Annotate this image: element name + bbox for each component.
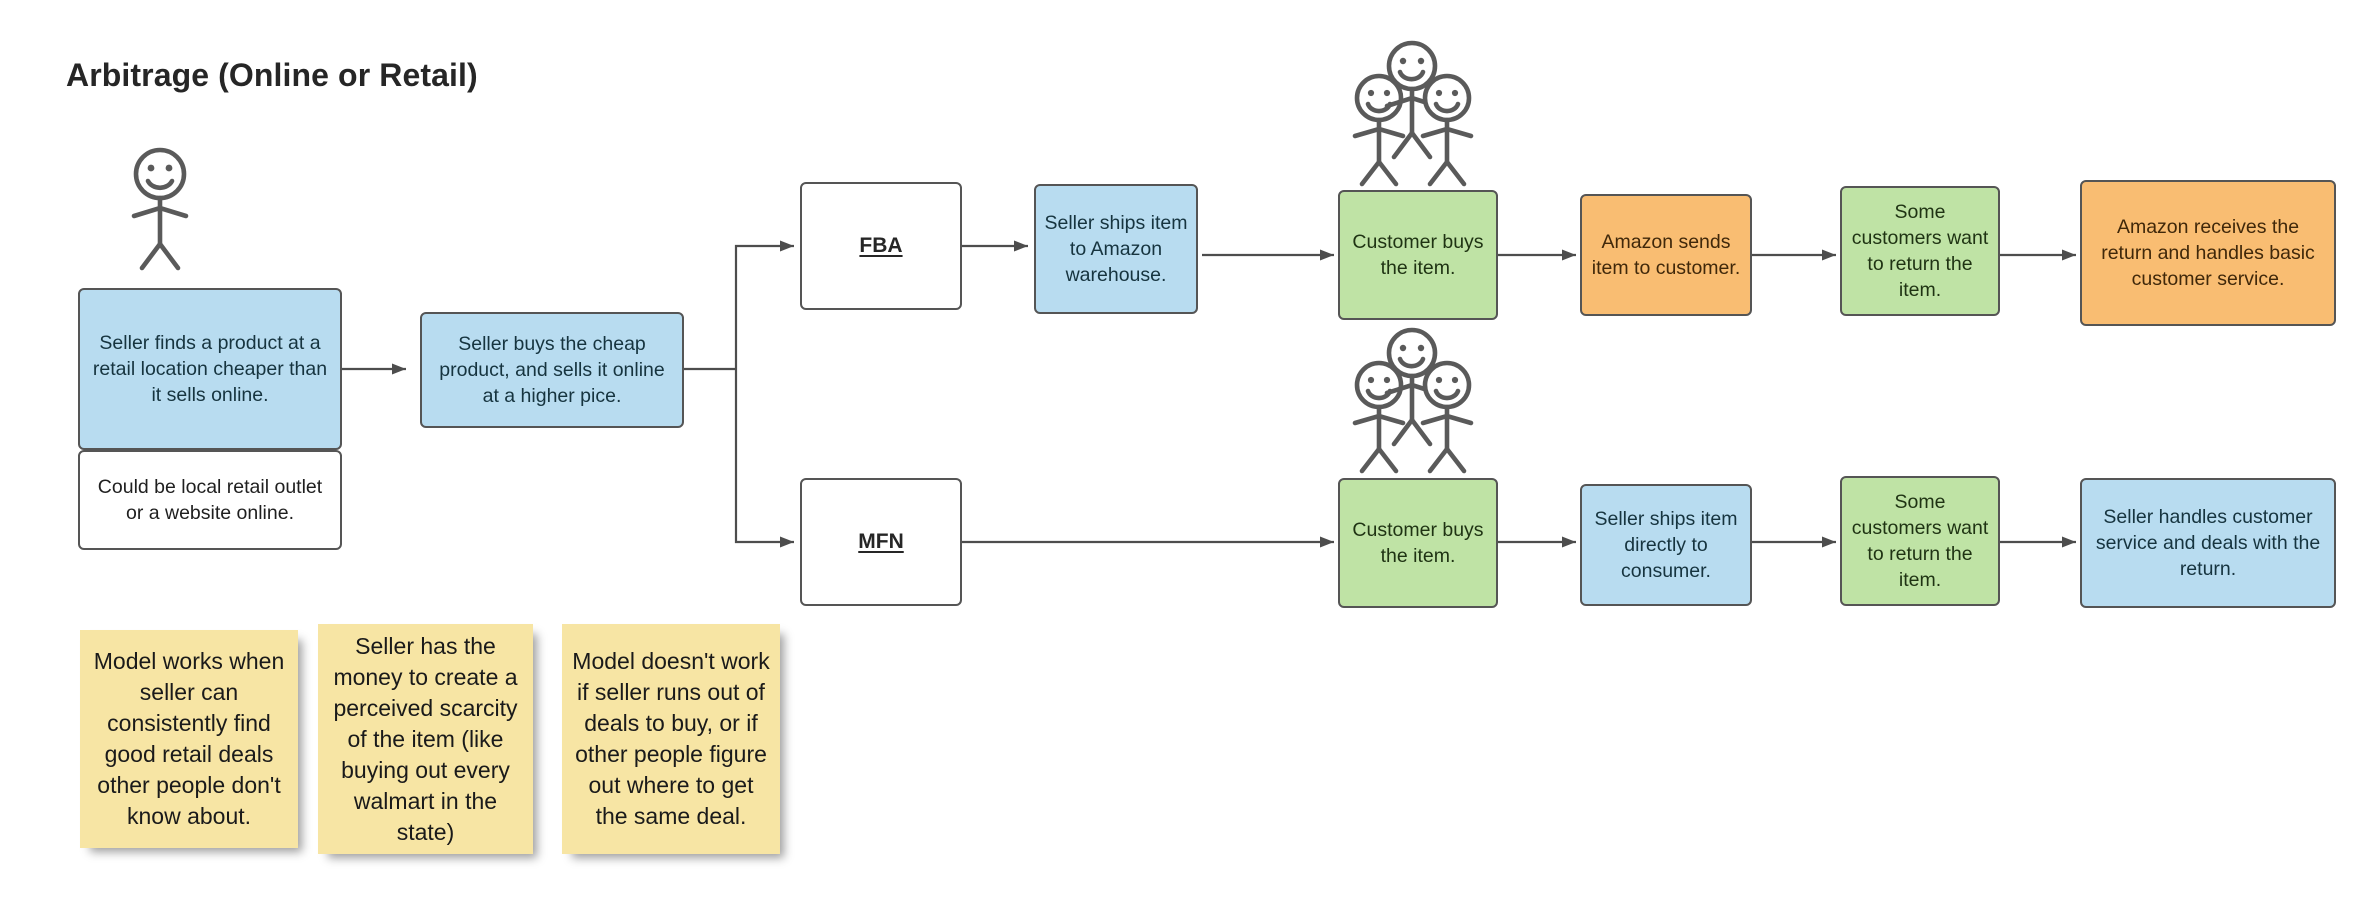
- node-customer-buys-item-mfn[interactable]: Customer buys the item.: [1338, 478, 1498, 608]
- node-some-customers-return-mfn[interactable]: Some customers want to return the item.: [1840, 476, 2000, 606]
- node-seller-buys-cheap-product[interactable]: Seller buys the cheap product, and sells…: [420, 312, 684, 428]
- arrowhead-icon: [392, 363, 406, 375]
- node-seller-finds-product[interactable]: Seller finds a product at a retail locat…: [78, 288, 342, 450]
- node-label: Seller ships item to Amazon warehouse.: [1044, 212, 1188, 286]
- connector-split-to-mfn: [734, 369, 794, 544]
- node-seller-ships-to-amazon-warehouse[interactable]: Seller ships item to Amazon warehouse.: [1034, 184, 1198, 314]
- arrowhead-icon: [780, 240, 794, 252]
- node-label: Some customers want to return the item.: [1851, 201, 1989, 301]
- node-label: Seller finds a product at a retail locat…: [92, 332, 328, 406]
- node-amazon-receives-return[interactable]: Amazon receives the return and handles b…: [2080, 180, 2336, 326]
- node-label: Customer buys the item.: [1352, 231, 1484, 279]
- node-seller-handles-return[interactable]: Seller handles customer service and deal…: [2080, 478, 2336, 608]
- node-label: Seller buys the cheap product, and sells…: [439, 333, 665, 407]
- node-seller-ships-directly[interactable]: Seller ships item directly to consumer.: [1580, 484, 1752, 606]
- sticky-note-seller-has-money[interactable]: Seller has the money to create a perceiv…: [318, 624, 533, 854]
- node-fba[interactable]: FBA: [800, 182, 962, 310]
- node-could-be-local-retail[interactable]: Could be local retail outlet or a websit…: [78, 450, 342, 550]
- arrowhead-icon: [1320, 249, 1334, 261]
- node-label: Seller handles customer service and deal…: [2095, 506, 2321, 580]
- sticky-note-text: Model doesn't work if seller runs out of…: [572, 648, 770, 829]
- arrowhead-icon: [1562, 536, 1576, 548]
- node-mfn[interactable]: MFN: [800, 478, 962, 606]
- arrowhead-icon: [1320, 536, 1334, 548]
- node-some-customers-return-fba[interactable]: Some customers want to return the item.: [1840, 186, 2000, 316]
- arrowhead-icon: [780, 536, 794, 548]
- page-title: Arbitrage (Online or Retail): [66, 57, 478, 93]
- node-label: Some customers want to return the item.: [1851, 491, 1989, 591]
- arrowhead-icon: [2062, 536, 2076, 548]
- sticky-note-text: Seller has the money to create a perceiv…: [333, 632, 518, 845]
- arrowhead-icon: [1562, 249, 1576, 261]
- node-label: Seller ships item directly to consumer.: [1594, 508, 1738, 582]
- sticky-note-text: Model works when seller can consistently…: [93, 648, 285, 829]
- node-customer-buys-item-fba[interactable]: Customer buys the item.: [1338, 190, 1498, 320]
- node-label: Customer buys the item.: [1352, 519, 1484, 567]
- sticky-note-model-doesnt-work[interactable]: Model doesn't work if seller runs out of…: [562, 624, 780, 854]
- node-label: Amazon receives the return and handles b…: [2101, 216, 2315, 290]
- sticky-note-model-works[interactable]: Model works when seller can consistently…: [80, 630, 298, 848]
- arrowhead-icon: [1822, 536, 1836, 548]
- seller-stick-figure: [131, 147, 189, 271]
- node-label: Could be local retail outlet or a websit…: [97, 476, 323, 524]
- node-label: MFN: [858, 530, 904, 553]
- node-label: Amazon sends item to customer.: [1591, 231, 1741, 279]
- node-label: FBA: [859, 234, 903, 257]
- customers-stick-figures-mfn: [1352, 327, 1474, 474]
- arrowhead-icon: [1822, 249, 1836, 261]
- arrowhead-icon: [2062, 249, 2076, 261]
- node-amazon-sends-item[interactable]: Amazon sends item to customer.: [1580, 194, 1752, 316]
- arrowhead-icon: [1014, 240, 1028, 252]
- connector-split-to-fba: [734, 244, 794, 369]
- customers-stick-figures-fba: [1352, 40, 1474, 187]
